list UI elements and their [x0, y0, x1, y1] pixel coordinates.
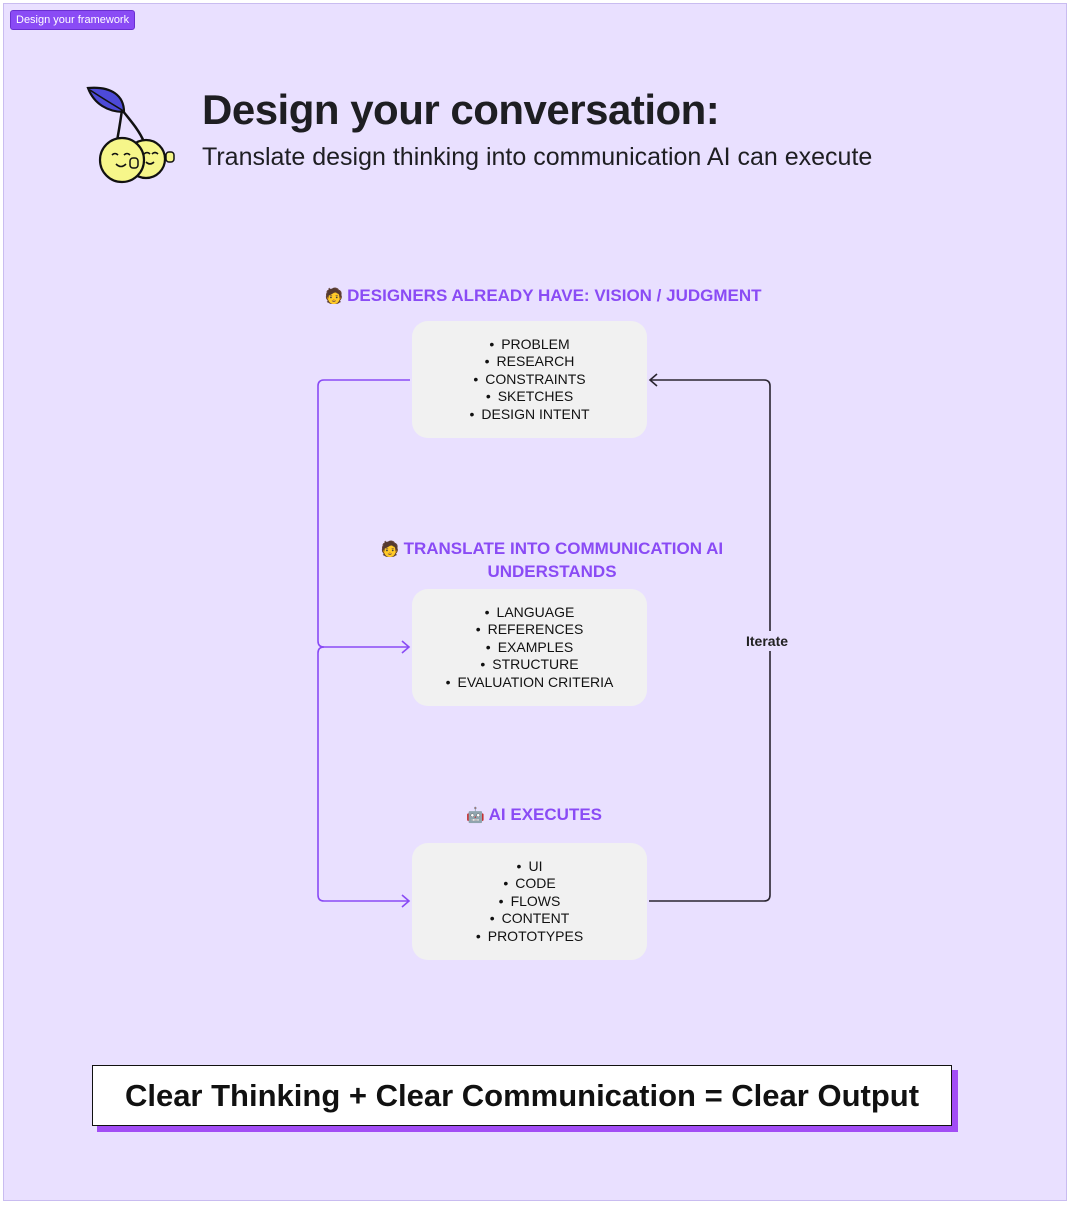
list-translate: LANGUAGE REFERENCES EXAMPLES STRUCTURE E…	[446, 604, 614, 692]
connector-vision-to-translate	[317, 379, 410, 648]
page-title: Design your conversation:	[202, 86, 720, 133]
cherry-logo-icon	[86, 86, 175, 184]
section-title-ai-executes: 🤖AI EXECUTES	[465, 805, 603, 824]
list-item: SKETCHES	[469, 388, 589, 406]
box-ai-executes: UI CODE FLOWS CONTENT PROTOTYPES	[412, 843, 647, 960]
list-item: LANGUAGE	[446, 604, 614, 622]
list-item: CONSTRAINTS	[469, 371, 589, 389]
list-item: UI	[476, 858, 583, 876]
list-item: REFERENCES	[446, 621, 614, 639]
list-item: EXAMPLES	[446, 639, 614, 657]
arrowhead-ai-executes	[401, 894, 411, 908]
section-title-vision: 🧑DESIGNERS ALREADY HAVE: VISION / JUDGME…	[324, 286, 762, 305]
list-item: FLOWS	[476, 893, 583, 911]
iterate-label: Iterate	[742, 631, 793, 651]
list-item: STRUCTURE	[446, 656, 614, 674]
connector-to-ai-executes	[317, 646, 408, 902]
arrowhead-iterate	[648, 373, 658, 387]
footer-equation: Clear Thinking + Clear Communication = C…	[92, 1065, 952, 1126]
person-emoji-icon: 🧑	[380, 541, 400, 558]
list-item: DESIGN INTENT	[469, 406, 589, 424]
list-ai-executes: UI CODE FLOWS CONTENT PROTOTYPES	[476, 858, 583, 946]
list-vision: PROBLEM RESEARCH CONSTRAINTS SKETCHES DE…	[469, 336, 589, 424]
list-item: PROBLEM	[469, 336, 589, 354]
list-item: RESEARCH	[469, 353, 589, 371]
list-item: PROTOTYPES	[476, 928, 583, 946]
box-vision: PROBLEM RESEARCH CONSTRAINTS SKETCHES DE…	[412, 321, 647, 438]
person-emoji-icon: 🧑	[324, 288, 344, 305]
list-item: CONTENT	[476, 910, 583, 928]
section-title-translate: 🧑TRANSLATE INTO COMMUNICATION AI UNDERST…	[380, 539, 724, 581]
list-item: CODE	[476, 875, 583, 893]
robot-emoji-icon: 🤖	[465, 807, 485, 824]
page-subtitle: Translate design thinking into communica…	[202, 143, 873, 171]
list-item: EVALUATION CRITERIA	[446, 674, 614, 692]
box-translate: LANGUAGE REFERENCES EXAMPLES STRUCTURE E…	[412, 589, 647, 706]
arrowhead-translate	[401, 640, 411, 654]
frame-label[interactable]: Design your framework	[10, 10, 136, 30]
